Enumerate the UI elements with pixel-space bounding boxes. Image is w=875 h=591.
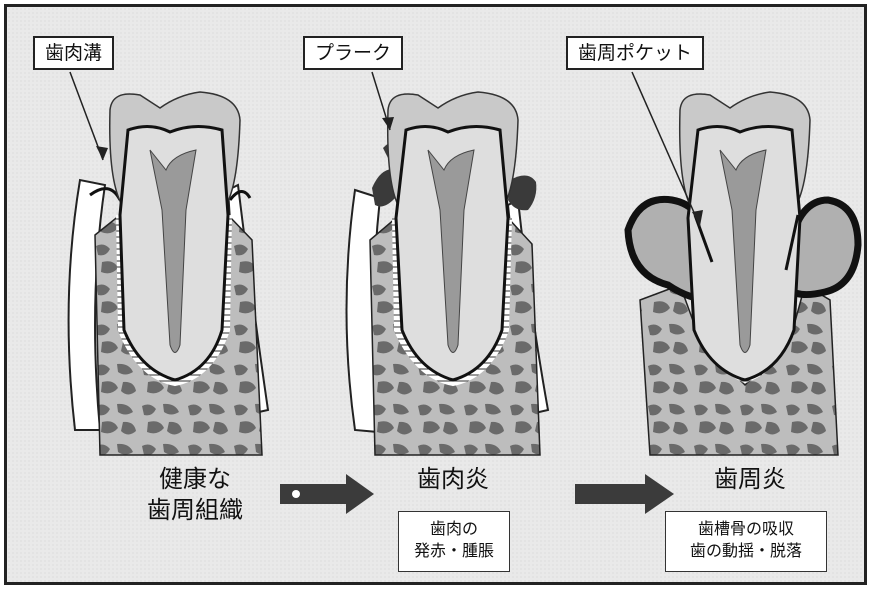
stage-gingivitis-title: 歯肉炎 [388,464,518,495]
periodontitis-effect-line2: 歯の動揺・脱落 [674,540,818,562]
gingivitis-effect-box: 歯肉の 発赤・腫脹 [398,511,510,572]
periodontitis-effect-line1: 歯槽骨の吸収 [674,518,818,540]
gingivitis-effect-line1: 歯肉の [407,518,501,540]
label-plaque: プラーク [303,36,403,70]
label-gingival-sulcus: 歯肉溝 [33,36,114,70]
progression-arrow-1 [280,474,374,514]
stage-healthy-line1: 健康な [110,464,280,495]
gingivitis-tooth-illustration [347,92,549,455]
label-periodontal-pocket: 歯周ポケット [566,36,704,70]
periodontitis-effect-box: 歯槽骨の吸収 歯の動揺・脱落 [665,511,827,572]
progression-arrow-2 [575,474,674,514]
stage-healthy-caption: 健康な 歯周組織 [110,464,280,526]
gingivitis-effect-line2: 発赤・腫脹 [407,540,501,562]
stage-healthy-line2: 歯周組織 [110,495,280,526]
sulcus-pointer-arrowhead [96,146,108,160]
periodontitis-tooth-illustration [628,92,858,455]
stage-periodontitis-title: 歯周炎 [690,464,810,495]
